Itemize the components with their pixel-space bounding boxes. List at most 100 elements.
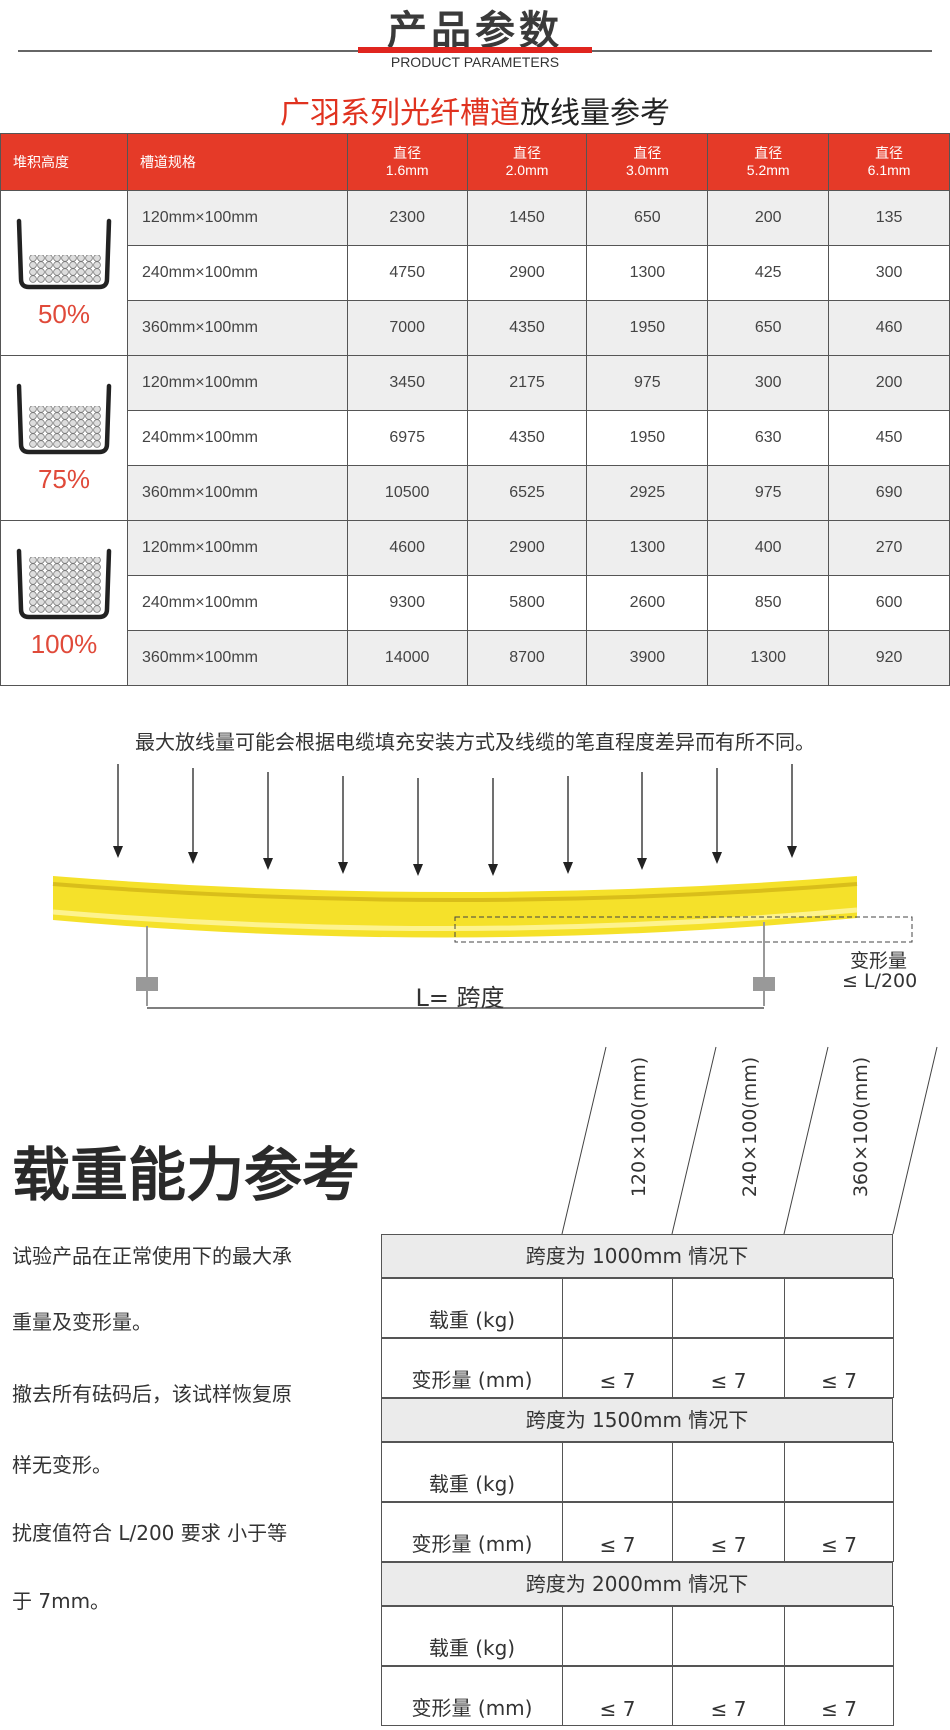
capacity-value: 2925 [586, 465, 709, 521]
capacity-value: 4600 [346, 520, 468, 576]
deformation-limit: ≤ L/200 [842, 970, 918, 992]
capacity-value: 8700 [466, 630, 588, 686]
capacity-value: 920 [828, 630, 950, 686]
load-arrows [113, 764, 797, 876]
load-value: ≤ 7 [784, 1666, 894, 1726]
load-arrow [188, 768, 198, 864]
capacity-value: 4350 [466, 410, 588, 466]
capacity-value: 3450 [346, 355, 468, 411]
capacity-value: 1300 [586, 245, 709, 301]
capacity-value: 650 [586, 190, 709, 246]
load-value [672, 1278, 785, 1338]
load-arrow [113, 764, 123, 858]
capacity-value: 7000 [346, 300, 468, 356]
capacity-value: 2175 [466, 355, 588, 411]
load-arrow [338, 776, 348, 874]
capacity-value: 4750 [346, 245, 468, 301]
capacity-value: 2300 [346, 190, 468, 246]
beam-deflection-diagram [52, 764, 913, 1009]
tray-fill-icon [16, 218, 112, 290]
load-value: ≤ 7 [672, 1338, 785, 1398]
deformation-label: 变形量 [850, 950, 908, 972]
diagonal-header-lines [561, 1046, 938, 1235]
capacity-value: 135 [828, 190, 950, 246]
description-line: 撤去所有砝码后，该试样恢复原 [12, 1382, 292, 1406]
load-value: ≤ 7 [784, 1502, 894, 1562]
load-column-header: 120×100(mm) [628, 1056, 650, 1198]
capacity-value: 690 [828, 465, 950, 521]
capacity-value: 850 [707, 575, 830, 631]
capacity-value: 4350 [466, 300, 588, 356]
load-value: ≤ 7 [562, 1502, 673, 1562]
load-value: ≤ 7 [784, 1338, 894, 1398]
tray-fill-icon [16, 548, 112, 620]
span-label: L= 跨度 [415, 984, 505, 1012]
capacity-value: 425 [707, 245, 830, 301]
load-row-label: 载重 (kg) [381, 1278, 563, 1338]
fill-level-cell: 100% [0, 520, 128, 686]
load-value: ≤ 7 [562, 1666, 673, 1726]
col-header-level: 堆积高度 [0, 133, 128, 191]
capacity-value: 600 [828, 575, 950, 631]
capacity-value: 6975 [346, 410, 468, 466]
load-row-label: 变形量 (mm) [381, 1666, 563, 1726]
support-foot-right [753, 977, 775, 991]
description-line: 样无变形。 [12, 1453, 112, 1477]
description-line: 扰度值符合 L/200 要求 小于等 [12, 1521, 288, 1545]
load-arrow [413, 778, 423, 876]
load-value [784, 1442, 894, 1502]
title-accent-bar [358, 47, 592, 53]
page-subtitle: PRODUCT PARAMETERS [390, 54, 560, 70]
capacity-value: 14000 [346, 630, 468, 686]
fill-level-percent: 50% [37, 299, 90, 329]
load-row-label: 变形量 (mm) [381, 1502, 563, 1562]
capacity-value: 6525 [466, 465, 588, 521]
description-line: 试验产品在正常使用下的最大承 [12, 1244, 292, 1268]
tray-spec: 360mm×100mm [126, 300, 348, 356]
capacity-value: 975 [586, 355, 709, 411]
capacity-value: 200 [707, 190, 830, 246]
load-value [562, 1606, 673, 1666]
load-value [672, 1442, 785, 1502]
load-arrow [787, 764, 797, 858]
capacity-value: 2900 [466, 520, 588, 576]
capacity-value: 630 [707, 410, 830, 466]
load-arrow [637, 772, 647, 870]
capacity-value: 1950 [586, 300, 709, 356]
capacity-value: 1950 [586, 410, 709, 466]
fill-level-percent: 75% [37, 464, 90, 494]
capacity-value: 450 [828, 410, 950, 466]
tray-spec: 360mm×100mm [126, 630, 348, 686]
capacity-value: 200 [828, 355, 950, 411]
span-section-header: 跨度为 1500mm 情况下 [381, 1398, 893, 1442]
heading-red: 广羽系列光纤槽道 [280, 96, 520, 131]
load-row-label: 变形量 (mm) [381, 1338, 563, 1398]
capacity-value: 9300 [346, 575, 468, 631]
tray-spec: 120mm×100mm [126, 190, 348, 246]
note-text: 最大放线量可能会根据电缆填充安装方式及线缆的笔直程度差异而有所不同。 [135, 730, 815, 754]
capacity-value: 270 [828, 520, 950, 576]
load-arrow [263, 772, 273, 870]
fill-level-cell: 75% [0, 355, 128, 521]
capacity-value: 460 [828, 300, 950, 356]
load-column-header: 240×100(mm) [739, 1056, 761, 1198]
load-row-label: 载重 (kg) [381, 1442, 563, 1502]
span-section-header: 跨度为 1000mm 情况下 [381, 1234, 893, 1278]
load-value [784, 1606, 894, 1666]
load-value: ≤ 7 [562, 1338, 673, 1398]
capacity-value: 2900 [466, 245, 588, 301]
